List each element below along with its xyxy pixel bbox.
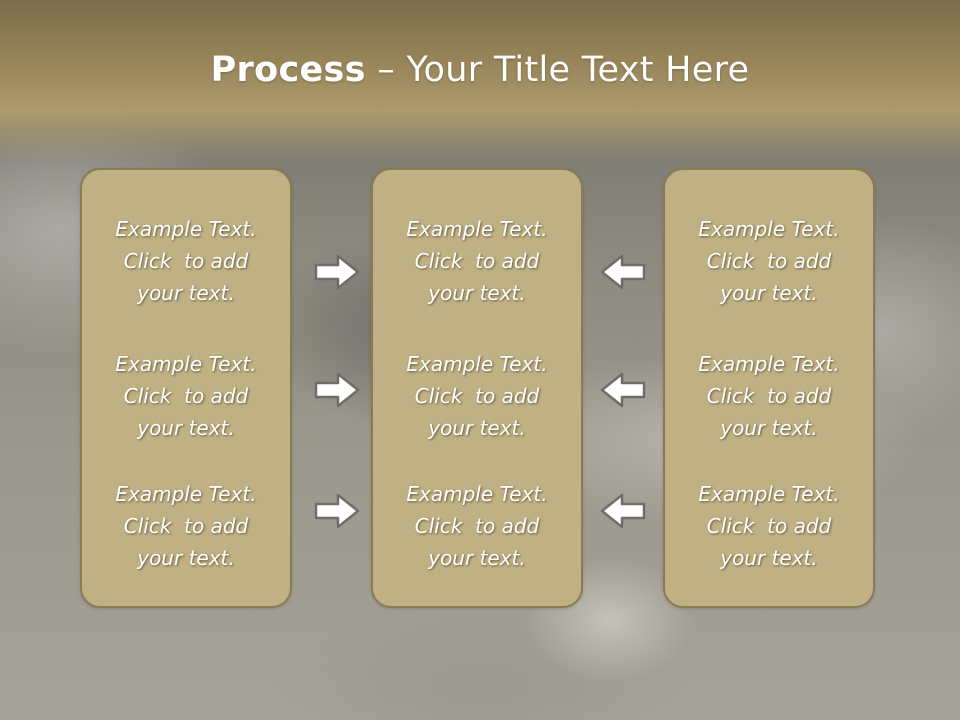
right-arrow-icon — [314, 491, 362, 531]
text-line: Click to add — [706, 249, 832, 273]
text-line: your text. — [428, 546, 526, 570]
text-line: your text. — [720, 546, 818, 570]
title-bar — [0, 0, 960, 160]
text-line: Click to add — [123, 514, 249, 538]
text-line: Example Text. — [406, 352, 548, 376]
right-arrow-icon — [314, 252, 362, 292]
text-placeholder[interactable]: Example Text. Click to add your text. — [373, 348, 581, 444]
text-line: Example Text. — [115, 352, 257, 376]
text-line: Example Text. — [406, 217, 548, 241]
left-arrow-icon — [598, 252, 646, 292]
text-line: Click to add — [706, 384, 832, 408]
title-bold: Process — [210, 50, 366, 90]
text-line: Example Text. — [698, 352, 840, 376]
text-line: Click to add — [706, 514, 832, 538]
text-placeholder[interactable]: Example Text. Click to add your text. — [82, 348, 290, 444]
text-line: your text. — [720, 281, 818, 305]
text-line: Example Text. — [698, 482, 840, 506]
text-panel-left[interactable]: Example Text. Click to add your text. Ex… — [80, 168, 292, 608]
text-line: your text. — [137, 281, 235, 305]
slide-title[interactable]: Process – Your Title Text Here — [0, 50, 960, 90]
text-placeholder[interactable]: Example Text. Click to add your text. — [82, 478, 290, 574]
text-panel-right[interactable]: Example Text. Click to add your text. Ex… — [663, 168, 875, 608]
right-arrow-icon — [314, 370, 362, 410]
text-placeholder[interactable]: Example Text. Click to add your text. — [665, 213, 873, 309]
text-line: your text. — [720, 416, 818, 440]
text-line: Click to add — [414, 514, 540, 538]
text-placeholder[interactable]: Example Text. Click to add your text. — [82, 213, 290, 309]
text-line: Click to add — [414, 384, 540, 408]
text-placeholder[interactable]: Example Text. Click to add your text. — [665, 478, 873, 574]
text-placeholder[interactable]: Example Text. Click to add your text. — [665, 348, 873, 444]
text-line: your text. — [137, 416, 235, 440]
title-rest: – Your Title Text Here — [365, 50, 750, 90]
text-line: your text. — [137, 546, 235, 570]
text-line: your text. — [428, 281, 526, 305]
text-placeholder[interactable]: Example Text. Click to add your text. — [373, 478, 581, 574]
text-line: Click to add — [123, 249, 249, 273]
text-line: Example Text. — [115, 482, 257, 506]
text-panel-center[interactable]: Example Text. Click to add your text. Ex… — [371, 168, 583, 608]
left-arrow-icon — [598, 491, 646, 531]
text-line: Example Text. — [115, 217, 257, 241]
text-placeholder[interactable]: Example Text. Click to add your text. — [373, 213, 581, 309]
text-line: Click to add — [414, 249, 540, 273]
left-arrow-icon — [598, 370, 646, 410]
text-line: Example Text. — [698, 217, 840, 241]
text-line: Example Text. — [406, 482, 548, 506]
text-line: Click to add — [123, 384, 249, 408]
text-line: your text. — [428, 416, 526, 440]
